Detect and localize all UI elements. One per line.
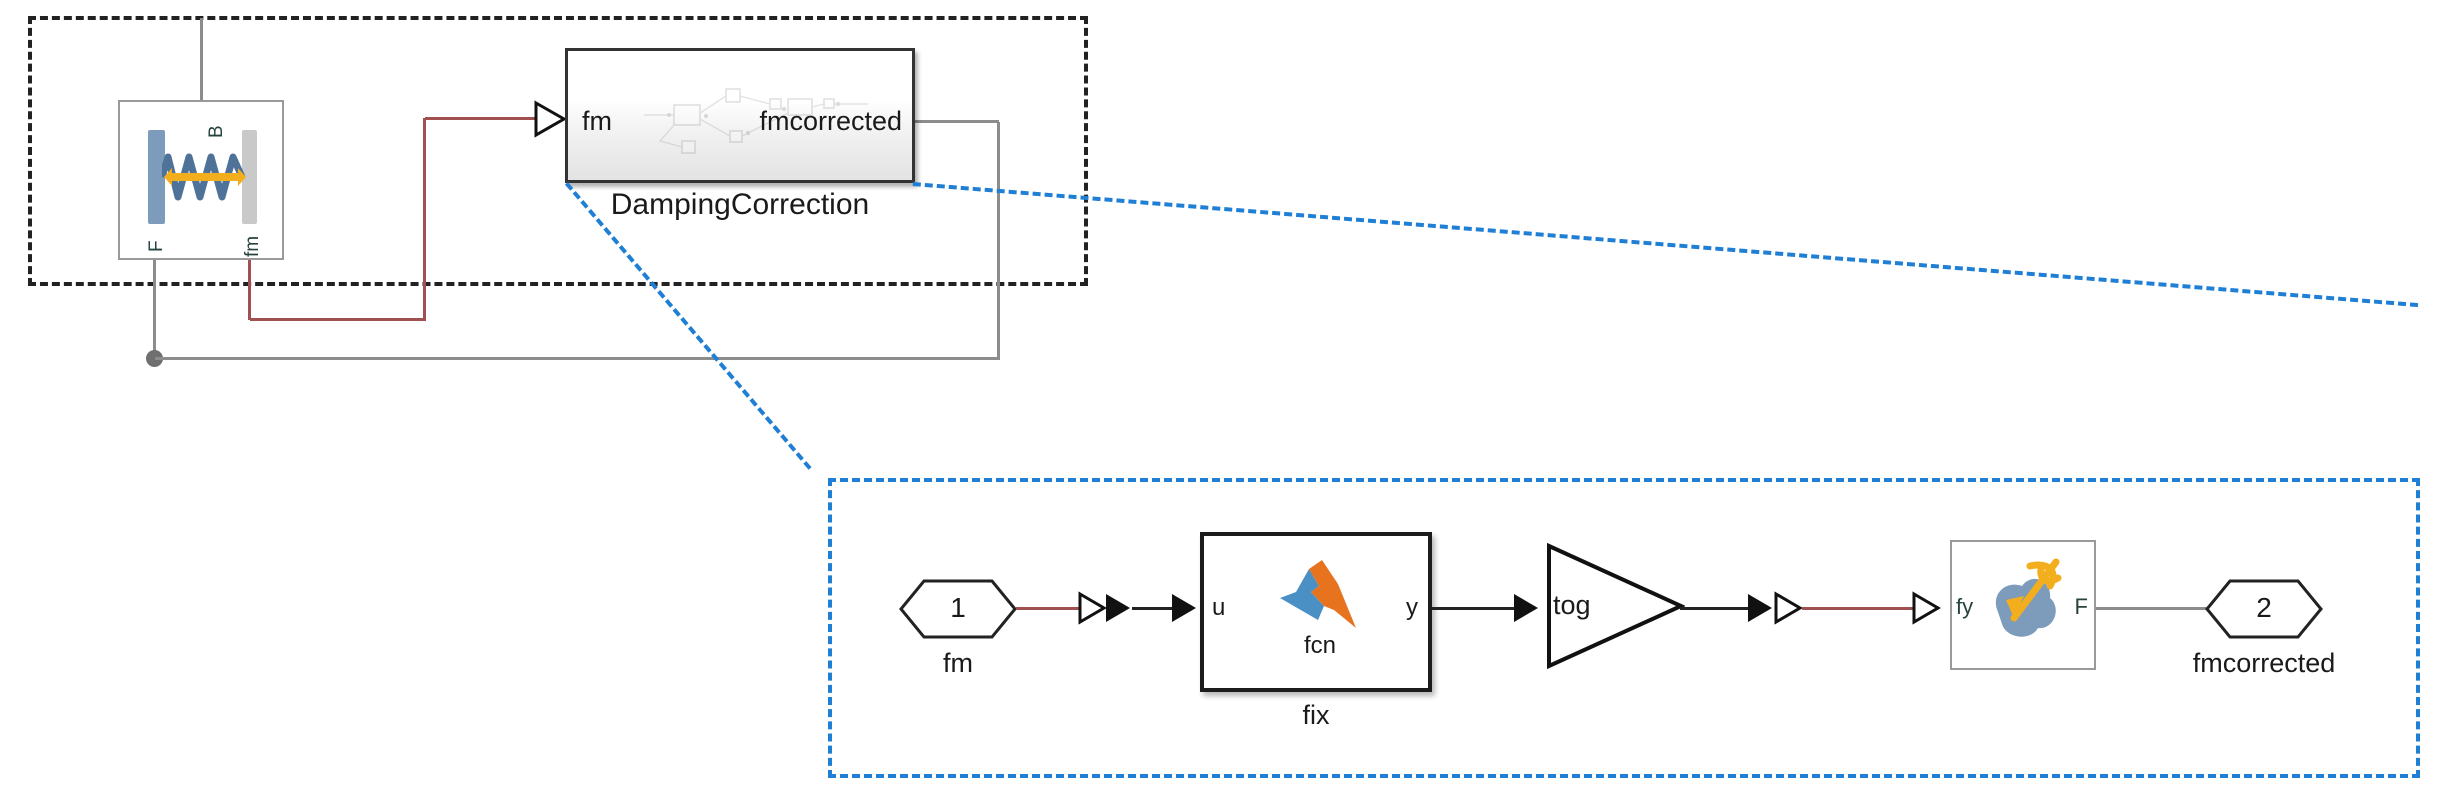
signal-arrow-icon-4 <box>1748 594 1772 622</box>
spring-port-label-f: F <box>146 240 167 252</box>
simulink-ps-converter-arrow-icon <box>1774 591 1803 625</box>
ps-simulink-converter-arrow-icon <box>1078 591 1107 625</box>
wire-gain-to-converter <box>1680 607 1748 610</box>
spring-left-wall-icon <box>148 130 165 224</box>
wire-b-port-up <box>200 18 203 102</box>
signal-arrow-icon-2 <box>1172 594 1196 622</box>
inport-block-1[interactable] <box>898 578 1018 640</box>
ideal-force-source-icon <box>1995 558 2062 637</box>
source-output-port-label: F <box>2074 594 2088 619</box>
spring-port-label-fm: fm <box>242 235 263 257</box>
matlab-function-block[interactable]: u y fcn <box>1200 532 1432 692</box>
damping-correction-subsystem-block[interactable]: fm fmcorrected <box>565 48 915 183</box>
matlab-logo-icon <box>1280 560 1356 628</box>
outport-caption: fmcorrected <box>2192 648 2336 678</box>
wire-fm-to-subsystem <box>425 117 535 120</box>
wire-junction-dot <box>146 350 163 367</box>
subsystem-ghost-diagram-icon <box>644 88 868 154</box>
wire-f-port-down <box>153 260 156 355</box>
ideal-force-source-block[interactable]: fy F <box>1950 540 2096 670</box>
bidirectional-arrow-icon <box>164 168 246 186</box>
signal-arrow-icon-1 <box>1106 594 1130 622</box>
wire-inport-to-converter <box>1016 607 1080 610</box>
wire-converter-to-source <box>1802 607 1914 610</box>
outport-block-2[interactable] <box>2204 578 2324 640</box>
wire-converter-to-fcn <box>1132 607 1174 610</box>
fcn-inner-label: fcn <box>1303 632 1336 659</box>
wire-fm-vertical-down <box>248 260 251 320</box>
wire-feedback-horizontal <box>155 357 1000 360</box>
wire-fm-horizontal <box>250 318 425 321</box>
spring-damper-icon <box>120 102 282 258</box>
detail-zoom-panel <box>828 478 2420 778</box>
subsystem-caption: DampingCorrection <box>610 188 870 221</box>
inport-caption: fm <box>943 648 973 678</box>
wire-feedback-vertical <box>997 122 1000 358</box>
subsystem-output-label: fmcorrected <box>759 106 902 136</box>
inport-number: 1 <box>950 592 966 623</box>
wire-subsystem-output <box>913 120 999 123</box>
outer-dashed-boundary <box>28 16 1088 286</box>
fcn-output-port-label: y <box>1406 594 1418 621</box>
wire-fcn-to-gain <box>1432 607 1514 610</box>
gain-label: tog <box>1553 590 1591 620</box>
spring-damper-block[interactable]: B F fm <box>118 100 284 260</box>
gain-block[interactable] <box>1545 542 1685 670</box>
spring-right-wall-icon <box>242 130 257 224</box>
outport-number: 2 <box>2256 592 2272 623</box>
wire-source-to-outport <box>2096 607 2208 610</box>
source-input-arrow-icon <box>1912 591 1941 625</box>
zoom-connector-line-top <box>912 182 2419 308</box>
fcn-block-caption: fix <box>1302 700 1330 730</box>
spring-port-label-b: B <box>206 125 227 138</box>
source-input-port-label: fy <box>1956 594 1974 619</box>
subsystem-input-label: fm <box>582 106 612 136</box>
signal-arrow-icon-3 <box>1514 594 1538 622</box>
input-port-arrow-icon <box>534 100 568 138</box>
fcn-input-port-label: u <box>1212 594 1226 621</box>
wire-fm-vertical-up <box>423 118 426 321</box>
